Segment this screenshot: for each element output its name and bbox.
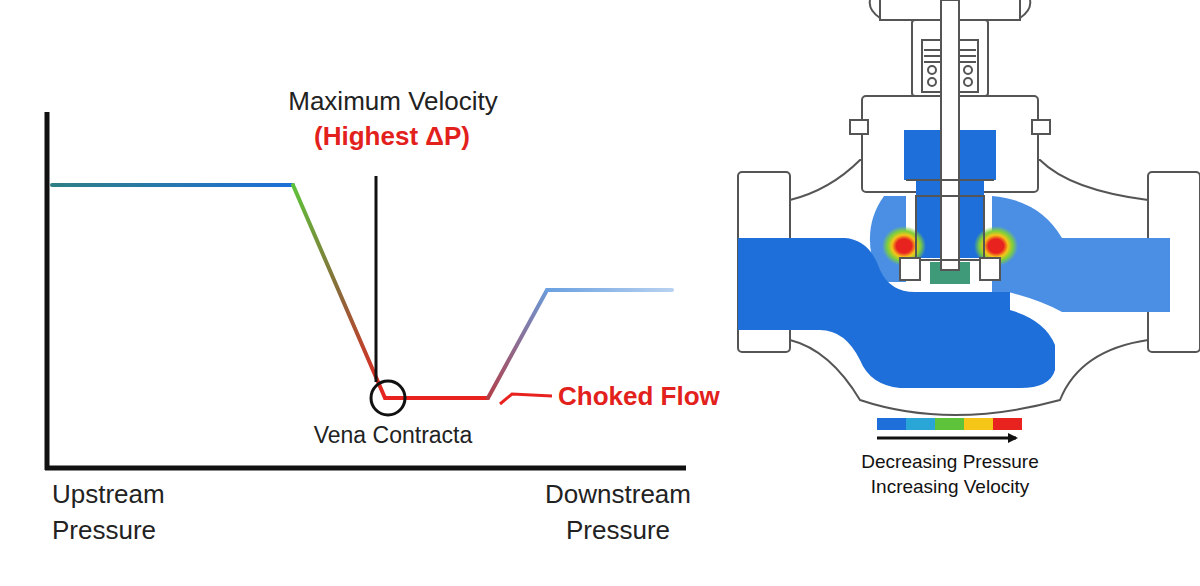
vena-contracta-circle (371, 381, 405, 415)
axis-label-slot: Downstream Pressure (528, 476, 708, 548)
leader-line (500, 394, 552, 404)
vena-contracta-label-slot: Vena Contracta (314, 422, 473, 450)
velocity-label-slot: Maximum Velocity (288, 86, 498, 117)
scale-label: Increasing Velocity (871, 476, 1029, 499)
axis-label-slot: Upstream Pressure (52, 476, 202, 548)
choked-flow-label: Choked Flow (558, 381, 720, 412)
scale-label: Decreasing Pressure (861, 451, 1038, 474)
chart-axes (45, 112, 686, 470)
valve-trim (900, 0, 1000, 280)
axis-label: Upstream Pressure (52, 476, 202, 548)
scale-label-slot: Decreasing Pressure (861, 451, 1038, 474)
pressure-drop-label-slot: (Highest ΔP) (314, 121, 470, 152)
velocity-marker (375, 176, 378, 382)
scale-label-slot: Increasing Velocity (871, 476, 1029, 499)
valve-body (738, 0, 1200, 520)
axis-label: Downstream Pressure (528, 476, 708, 548)
velocity-label: Maximum Velocity (288, 86, 498, 117)
pressure-curve (52, 185, 672, 398)
vena-contracta-label: Vena Contracta (314, 422, 473, 450)
choked-flow-label-slot: Choked Flow (558, 381, 720, 412)
colour-scale (877, 418, 1022, 438)
pressure-drop-label: (Highest ΔP) (314, 121, 470, 152)
